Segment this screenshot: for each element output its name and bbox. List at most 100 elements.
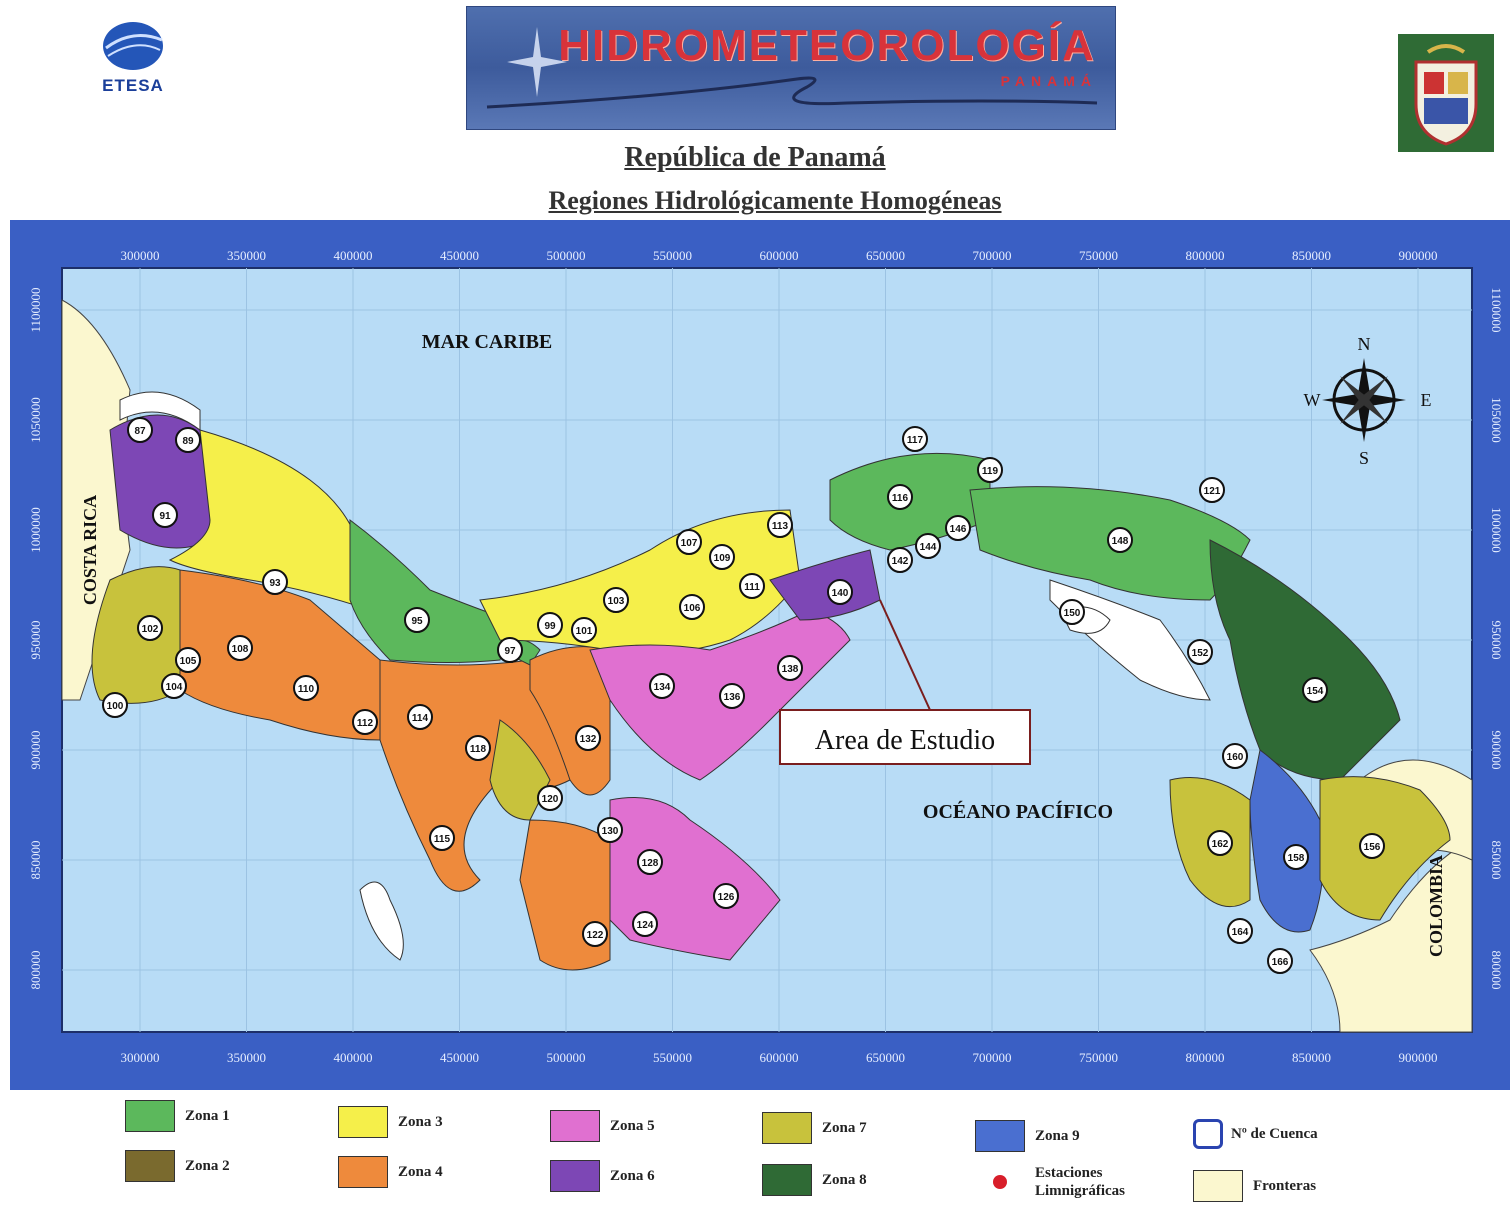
x-tick-label: 500000: [547, 248, 586, 263]
study-area-box: [779, 709, 1031, 765]
basin-number: 132: [580, 734, 597, 745]
basin-marker: 116: [887, 484, 913, 510]
basin-number: 126: [718, 892, 735, 903]
basin-marker: 113: [767, 512, 793, 538]
compass-w: W: [1304, 390, 1321, 410]
x-tick-label: 400000: [334, 248, 373, 263]
x-tick-label: 450000: [440, 1050, 479, 1065]
legend-swatch: [550, 1110, 600, 1142]
basin-number: 150: [1064, 608, 1081, 619]
banner-subtitle: PANAMÁ: [1000, 73, 1097, 89]
zone7-darien: [1319, 776, 1451, 921]
compass-s: S: [1359, 448, 1369, 468]
legend-item: Zona 1: [125, 1096, 230, 1136]
x-tick-label: 900000: [1399, 248, 1438, 263]
basin-marker: 166: [1267, 948, 1293, 974]
basin-number-icon: [1193, 1119, 1223, 1149]
basin-number: 138: [782, 664, 799, 675]
page-title: República de Panamá: [624, 142, 886, 173]
legend-swatch: [125, 1100, 175, 1132]
basin-number: 152: [1192, 648, 1209, 659]
basin-number: 136: [724, 692, 741, 703]
basin-number: 140: [832, 588, 849, 599]
x-tick-label: 650000: [866, 248, 905, 263]
basin-number: 162: [1212, 839, 1229, 850]
basin-marker: 142: [887, 547, 913, 573]
y-tick-label: 800000: [1489, 951, 1504, 990]
y-tick-label: 900000: [1489, 731, 1504, 770]
basin-number: 95: [411, 616, 423, 627]
basin-marker: 130: [597, 817, 623, 843]
legend-swatch: [338, 1156, 388, 1188]
basin-marker: 120: [537, 785, 563, 811]
basin-marker: 99: [537, 612, 563, 638]
x-tick-label: 700000: [973, 248, 1012, 263]
basin-marker: 124: [632, 911, 658, 937]
basin-number: 101: [576, 626, 593, 637]
x-tick-label: 650000: [866, 1050, 905, 1065]
basin-marker: 93: [262, 569, 288, 595]
basin-number: 118: [470, 744, 487, 755]
basin-number: 107: [681, 538, 698, 549]
basin-marker: 109: [709, 544, 735, 570]
basin-number: 99: [544, 621, 556, 632]
study-area-pointer: [879, 599, 931, 711]
basin-number: 116: [892, 493, 909, 504]
basin-marker: 97: [497, 637, 523, 663]
coat-of-arms: [1398, 34, 1494, 152]
y-tick-label: 1050000: [28, 397, 43, 443]
legend-item: Estaciones Limnigráficas: [975, 1162, 1155, 1202]
basin-marker: 121: [1199, 477, 1225, 503]
basin-marker: 136: [719, 683, 745, 709]
y-tick-label: 850000: [1489, 841, 1504, 880]
panama-hydrologic-map: Area de Estudio MAR CARIBE OCÉANO PACÍFI…: [10, 220, 1510, 1090]
basin-number: 156: [1364, 842, 1381, 853]
legend-label: Zona 6: [610, 1167, 655, 1184]
compass-e: E: [1421, 390, 1432, 410]
y-tick-label: 1000000: [28, 507, 43, 553]
x-tick-label: 700000: [973, 1050, 1012, 1065]
x-tick-label: 550000: [653, 248, 692, 263]
basin-number: 115: [434, 834, 451, 845]
legend-item: Zona 4: [338, 1152, 443, 1192]
legend-item: Zona 5: [550, 1106, 655, 1146]
basin-marker: 111: [739, 573, 765, 599]
basin-marker: 152: [1187, 639, 1213, 665]
y-tick-label: 1000000: [1489, 507, 1504, 553]
basin-number: 114: [412, 713, 429, 724]
basin-marker: 122: [582, 921, 608, 947]
legend-label: Nº de Cuenca: [1231, 1125, 1318, 1142]
basin-marker: 140: [827, 579, 853, 605]
station-dot-icon: [975, 1166, 1025, 1198]
colombia-label: COLOMBIA: [1426, 855, 1446, 957]
basin-number: 119: [982, 466, 999, 477]
basin-number: 87: [134, 426, 146, 437]
zone6-central: [769, 549, 881, 621]
legend-item: Nº de Cuenca: [1193, 1114, 1318, 1154]
y-tick-label: 1050000: [1489, 397, 1504, 443]
basin-marker: 102: [137, 615, 163, 641]
legend-item: Zona 8: [762, 1160, 867, 1200]
banner-title: HIDROMETEOROLOGÍA: [558, 21, 1096, 70]
legend-label: Zona 9: [1035, 1127, 1080, 1144]
y-tick-label: 1100000: [28, 287, 43, 332]
x-tick-label: 800000: [1186, 248, 1225, 263]
basin-marker: 101: [571, 617, 597, 643]
basin-marker: 107: [676, 529, 702, 555]
basin-number: 110: [298, 684, 315, 695]
basin-number: 106: [684, 603, 701, 614]
basin-marker: 134: [649, 673, 675, 699]
basin-marker: 144: [915, 533, 941, 559]
etesa-logo: ETESA: [78, 18, 188, 98]
basin-number: 148: [1112, 536, 1129, 547]
basin-number: 122: [587, 930, 604, 941]
x-tick-label: 300000: [121, 1050, 160, 1065]
legend-swatch: [125, 1150, 175, 1182]
basin-marker: 118: [465, 735, 491, 761]
basin-number: 160: [1227, 752, 1244, 763]
basin-number: 124: [637, 920, 654, 931]
basin-number: 112: [357, 718, 374, 729]
x-tick-label: 900000: [1399, 1050, 1438, 1065]
y-tick-label: 850000: [28, 841, 43, 880]
compass-n: N: [1358, 334, 1371, 354]
